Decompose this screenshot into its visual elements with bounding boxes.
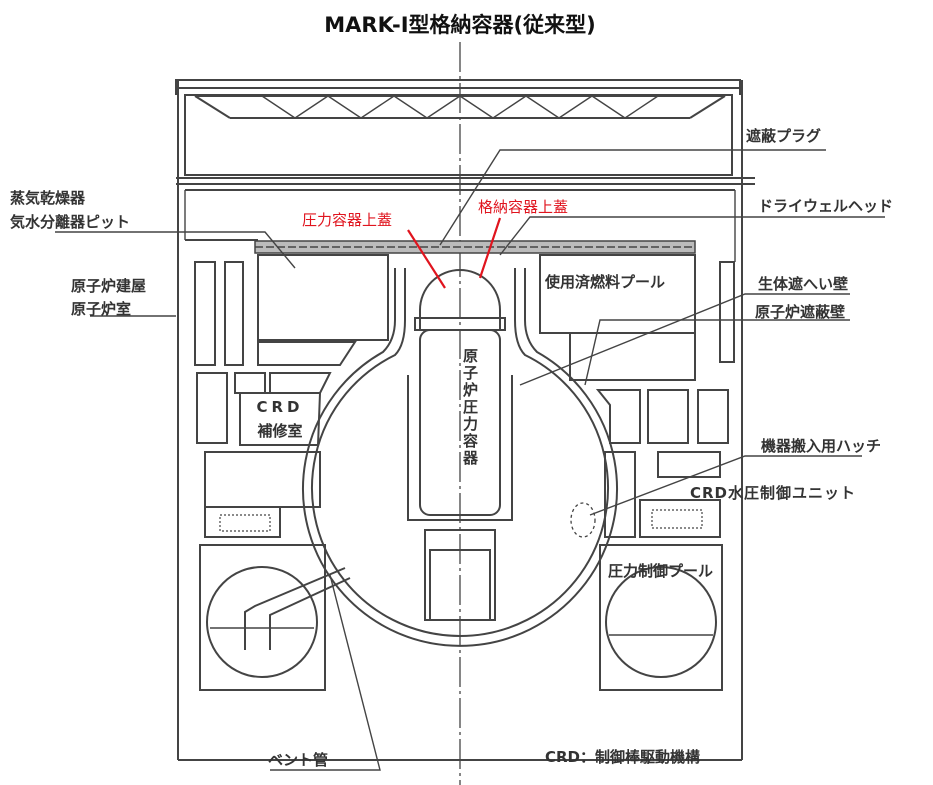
label-equipment-hatch: 機器搬入用ハッチ bbox=[761, 437, 881, 455]
label-rpv-head: 圧力容器上蓋 bbox=[302, 211, 392, 229]
label-crd-hcu: CRD水圧制御ユニット bbox=[690, 484, 856, 502]
label-steam-dryer: 蒸気乾燥器 bbox=[10, 189, 86, 207]
label-reactor-room: 原子炉室 bbox=[71, 300, 131, 318]
label-crd-legend: CRD：制御棒駆動機構 bbox=[545, 748, 700, 766]
label-pcv-head: 格納容器上蓋 bbox=[478, 198, 568, 216]
label-vent-pipe: ベント管 bbox=[268, 751, 328, 769]
label-crd-room-1: CRD bbox=[256, 398, 303, 416]
label-reactor-building: 原子炉建屋 bbox=[71, 277, 146, 295]
leader-lines bbox=[55, 149, 885, 771]
label-crd-room-2: 補修室 bbox=[256, 422, 302, 440]
label-reactor-shield: 原子炉遮蔽壁 bbox=[755, 303, 845, 321]
label-spent-fuel-pool: 使用済燃料プール bbox=[544, 273, 665, 291]
label-drywell-head: ドライウェルヘッド bbox=[758, 197, 893, 215]
label-suppression-pool: 圧力制御プール bbox=[608, 562, 713, 580]
label-rpv: 原子炉圧力容器 bbox=[461, 348, 479, 467]
label-shield-plug: 遮蔽プラグ bbox=[746, 127, 821, 145]
label-separator-pit: 気水分離器ピット bbox=[10, 213, 130, 231]
diagram-title: MARK-Ⅰ型格納容器(従来型) bbox=[324, 13, 596, 37]
label-bio-shield: 生体遮へい壁 bbox=[758, 275, 848, 293]
reactor-building-structure bbox=[175, 79, 755, 761]
